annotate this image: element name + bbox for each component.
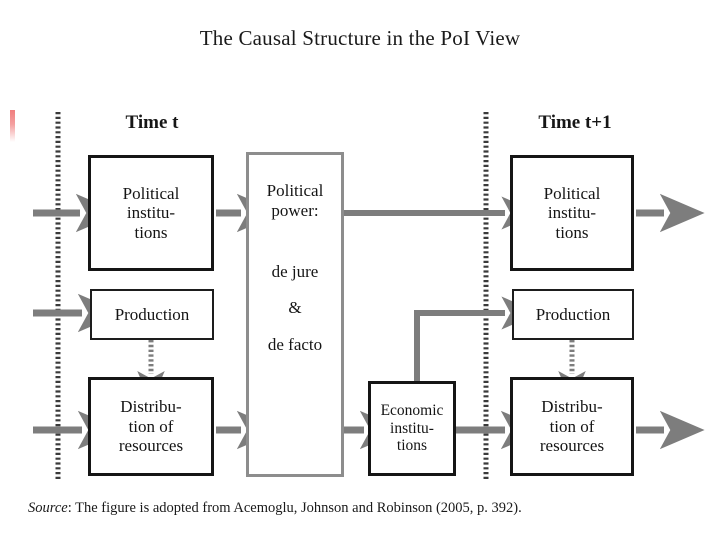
box-political-institutions-time-t[interactable]: Political institu- tions [88, 155, 214, 271]
box-line-3: de jure [271, 261, 319, 281]
box-text: Economic institu- tions [371, 402, 453, 455]
page-title: The Causal Structure in the PoI View [199, 26, 521, 50]
box-line-1: Production [114, 304, 190, 324]
box-line-3: tions [555, 222, 589, 242]
box-line-4: & [288, 298, 302, 318]
box-distribution-of-resources-time-t-plus-1[interactable]: Distribu- tion of resources [510, 377, 634, 476]
box-line-1: Political [122, 183, 180, 203]
box-political-institutions-time-t-plus-1[interactable]: Political institu- tions [510, 155, 634, 271]
box-line-1: Distribu- [541, 397, 603, 417]
source-separator: : [67, 500, 72, 516]
box-text: Production [514, 305, 632, 324]
box-text: Production [92, 305, 212, 324]
box-line-2: power: [271, 201, 319, 221]
box-line-5: de facto [267, 334, 323, 354]
box-line-3: resources [539, 436, 605, 456]
box-line-1: Economic [380, 402, 444, 420]
box-line-2: institu- [547, 203, 597, 223]
box-line-1: Political [266, 181, 324, 200]
box-text: Distribu- tion of resources [513, 397, 631, 455]
era-label-time-t-plus-1: Time t+1 [538, 112, 612, 133]
spacer [251, 282, 339, 298]
box-line-2: tion of [128, 416, 174, 436]
box-line-1: Production [535, 304, 611, 324]
box-distribution-of-resources-time-t[interactable]: Distribu- tion of resources [88, 377, 214, 476]
box-political-power[interactable]: Political power: de jure & de facto [246, 152, 344, 477]
scan-artifact-mark [10, 110, 15, 142]
box-text: Distribu- tion of resources [91, 397, 211, 455]
spacer [251, 319, 339, 335]
arrow-econinst-to-production-next [414, 296, 540, 383]
box-line-2: tion of [549, 416, 595, 436]
box-line-3: tions [134, 222, 168, 242]
box-line-1: Political [543, 183, 601, 203]
box-line-2: institu- [126, 203, 176, 223]
box-economic-institutions[interactable]: Economic institu- tions [368, 381, 456, 476]
source-note: Source: The figure is adopted from Acemo… [28, 500, 698, 517]
box-line-3: resources [118, 436, 184, 456]
source-label: Source [28, 500, 68, 516]
box-line-3: tions [396, 437, 428, 455]
source-text: The figure is adopted from Acemoglu, Joh… [71, 500, 522, 516]
box-line-1: Distribu- [120, 397, 182, 417]
box-text: Political power: de jure & de facto [249, 155, 341, 355]
era-label-time-t: Time t [125, 112, 179, 133]
box-line-2: institu- [390, 419, 434, 437]
box-production-time-t[interactable]: Production [90, 289, 214, 340]
box-text: Political institu- tions [91, 184, 211, 242]
box-text: Political institu- tions [513, 184, 631, 242]
spacer [251, 222, 339, 262]
box-production-time-t-plus-1[interactable]: Production [512, 289, 634, 340]
